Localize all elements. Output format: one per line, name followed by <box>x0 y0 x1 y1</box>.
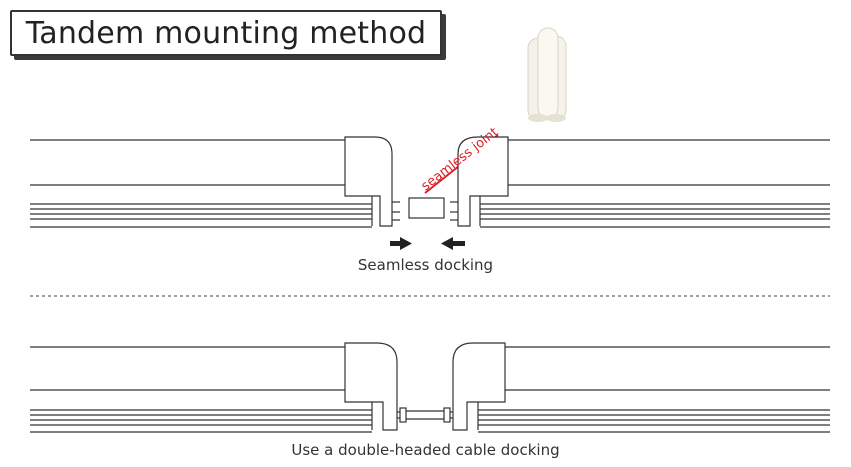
page-title: Tandem mounting method <box>25 15 427 51</box>
title-box: Tandem mounting method <box>10 10 442 56</box>
top-assembly <box>30 136 830 228</box>
bottom-assembly <box>30 342 830 433</box>
arrow-right-icon <box>390 237 412 250</box>
caption-seamless-docking: Seamless docking <box>357 256 494 274</box>
connector-plug-icon <box>527 27 567 122</box>
caption-cable-docking: Use a double-headed cable docking <box>291 441 560 459</box>
arrow-left-icon <box>441 237 465 250</box>
